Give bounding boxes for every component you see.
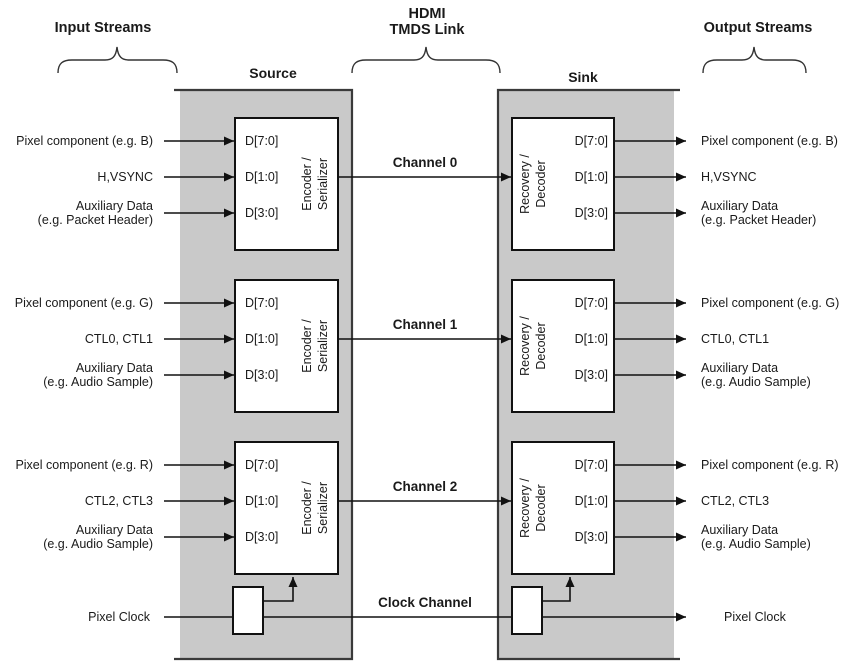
output-streams-title: Output Streams [703, 20, 813, 36]
output-label: Pixel component (e.g. B) [701, 134, 838, 148]
encoder-port-label: D[1:0] [245, 170, 279, 184]
clock-channel-label: Clock Channel [378, 595, 472, 610]
source-clock-box [232, 586, 264, 635]
encoder-serializer-label: Encoder / Serializer [300, 319, 330, 373]
decoder-port-label: D[7:0] [574, 134, 608, 148]
output-streams-brace [702, 46, 807, 74]
hdmi-title-line1: HDMI [408, 6, 446, 22]
sink-clock-elbow-arrow [542, 577, 575, 602]
source-panel-border [174, 88, 354, 661]
decoder-port-label: D[7:0] [574, 296, 608, 310]
input-label: Auxiliary Data (e.g. Audio Sample) [43, 361, 153, 389]
recovery-decoder-label: Recovery / Decoder [518, 478, 548, 538]
encoder-port-label: D[7:0] [245, 134, 279, 148]
encoder-port-label: D[3:0] [245, 206, 279, 220]
decoder-port-label: D[3:0] [574, 530, 608, 544]
hdmi-title-line2: TMDS Link [389, 22, 465, 38]
encoder-serializer-label: Encoder / Serializer [300, 481, 330, 535]
input-label: Pixel component (e.g. B) [16, 134, 153, 148]
decoder-box-1 [511, 279, 615, 413]
input-label: H,VSYNC [97, 170, 153, 184]
decoder-port-label: D[1:0] [574, 494, 608, 508]
output-label: Auxiliary Data (e.g. Audio Sample) [701, 361, 811, 389]
input-label: Auxiliary Data (e.g. Audio Sample) [43, 523, 153, 551]
recovery-decoder-label: Recovery / Decoder [518, 154, 548, 214]
hdmi-tmds-link-title: HDMI TMDS Link [357, 6, 497, 38]
channel-2-label: Channel 2 [392, 479, 458, 494]
output-label: H,VSYNC [701, 170, 757, 184]
encoder-port-label: D[3:0] [245, 530, 279, 544]
encoder-box-2 [234, 441, 339, 575]
decoder-port-label: D[1:0] [574, 332, 608, 346]
input-label: CTL0, CTL1 [84, 332, 153, 346]
tmds-link-brace [351, 46, 501, 74]
source-title: Source [249, 65, 297, 81]
decoder-port-label: D[7:0] [574, 458, 608, 472]
input-label: Pixel component (e.g. R) [15, 458, 153, 472]
source-clock-elbow-arrow [263, 577, 298, 602]
input-label: Auxiliary Data (e.g. Packet Header) [37, 199, 153, 227]
encoder-port-label: D[1:0] [245, 494, 279, 508]
output-label: CTL2, CTL3 [701, 494, 770, 508]
decoder-box-2 [511, 441, 615, 575]
output-label: Auxiliary Data (e.g. Audio Sample) [701, 523, 811, 551]
output-label: CTL0, CTL1 [701, 332, 770, 346]
recovery-decoder-label: Recovery / Decoder [518, 316, 548, 376]
input-streams-brace [57, 46, 178, 74]
sink-panel-border [496, 88, 680, 661]
channel-0-label: Channel 0 [392, 155, 458, 170]
encoder-serializer-label: Encoder / Serializer [300, 157, 330, 211]
encoder-box-0 [234, 117, 339, 251]
encoder-port-label: D[7:0] [245, 458, 279, 472]
encoder-port-label: D[3:0] [245, 368, 279, 382]
encoder-port-label: D[1:0] [245, 332, 279, 346]
output-label: Pixel component (e.g. R) [701, 458, 839, 472]
encoder-port-label: D[7:0] [245, 296, 279, 310]
pixel-clock-input-label: Pixel Clock [88, 610, 150, 624]
input-label: Pixel component (e.g. G) [14, 296, 153, 310]
encoder-box-1 [234, 279, 339, 413]
decoder-port-label: D[3:0] [574, 368, 608, 382]
output-label: Auxiliary Data (e.g. Packet Header) [701, 199, 817, 227]
output-label: Pixel component (e.g. G) [701, 296, 840, 310]
channel-1-label: Channel 1 [392, 317, 458, 332]
decoder-box-0 [511, 117, 615, 251]
input-streams-title: Input Streams [54, 20, 152, 36]
input-label: CTL2, CTL3 [84, 494, 153, 508]
pixel-clock-output-label: Pixel Clock [724, 610, 786, 624]
decoder-port-label: D[3:0] [574, 206, 608, 220]
sink-title: Sink [568, 69, 598, 85]
decoder-port-label: D[1:0] [574, 170, 608, 184]
sink-clock-box [511, 586, 543, 635]
